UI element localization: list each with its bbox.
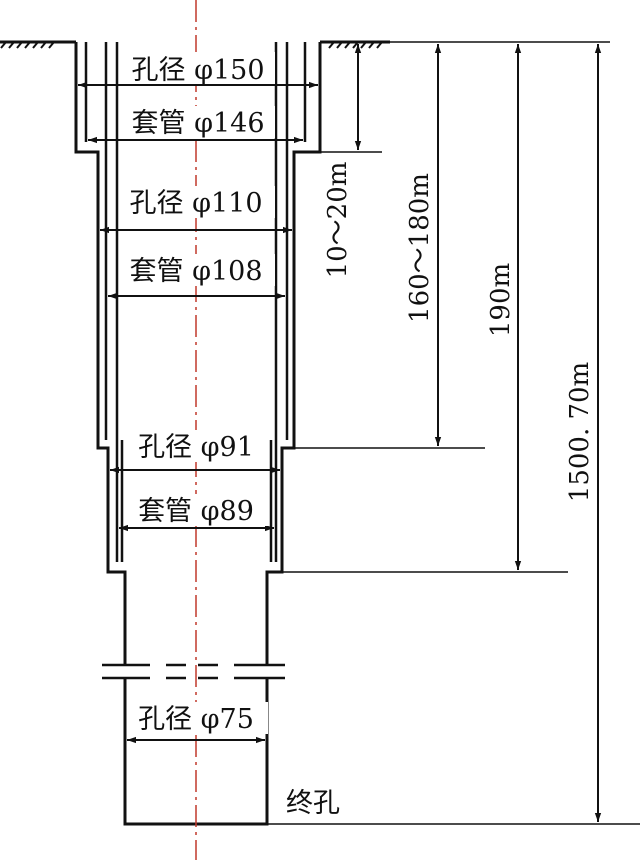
label-190m: 190m	[486, 263, 516, 337]
label-hole-91: 孔径 φ91	[138, 432, 254, 463]
label-casing-89: 套管 φ89	[138, 496, 254, 527]
depth-dimensions	[354, 44, 602, 822]
label-backgrounds	[120, 52, 275, 734]
label-casing-146: 套管 φ146	[131, 108, 264, 139]
diameter-dimensions	[78, 81, 318, 744]
label-final-hole: 终孔	[286, 788, 340, 819]
diameter-labels: 孔径 φ150 套管 φ146 孔径 φ110 套管 φ108 孔径 φ91 套…	[129, 55, 264, 735]
label-1500-70m: 1500. 70m	[565, 362, 595, 502]
break-marks	[102, 663, 285, 680]
label-160-180m: 160～180m	[405, 173, 435, 323]
label-casing-108: 套管 φ108	[129, 256, 262, 287]
label-10-20m: 10～20m	[323, 162, 353, 279]
label-hole-110: 孔径 φ110	[129, 188, 262, 219]
depth-extension-lines	[267, 151, 640, 825]
label-hole-150: 孔径 φ150	[131, 55, 264, 86]
label-hole-75: 孔径 φ75	[138, 704, 254, 735]
depth-labels: 10～20m 160～180m 190m 1500. 70m	[323, 162, 595, 503]
casing-walls	[84, 42, 307, 562]
